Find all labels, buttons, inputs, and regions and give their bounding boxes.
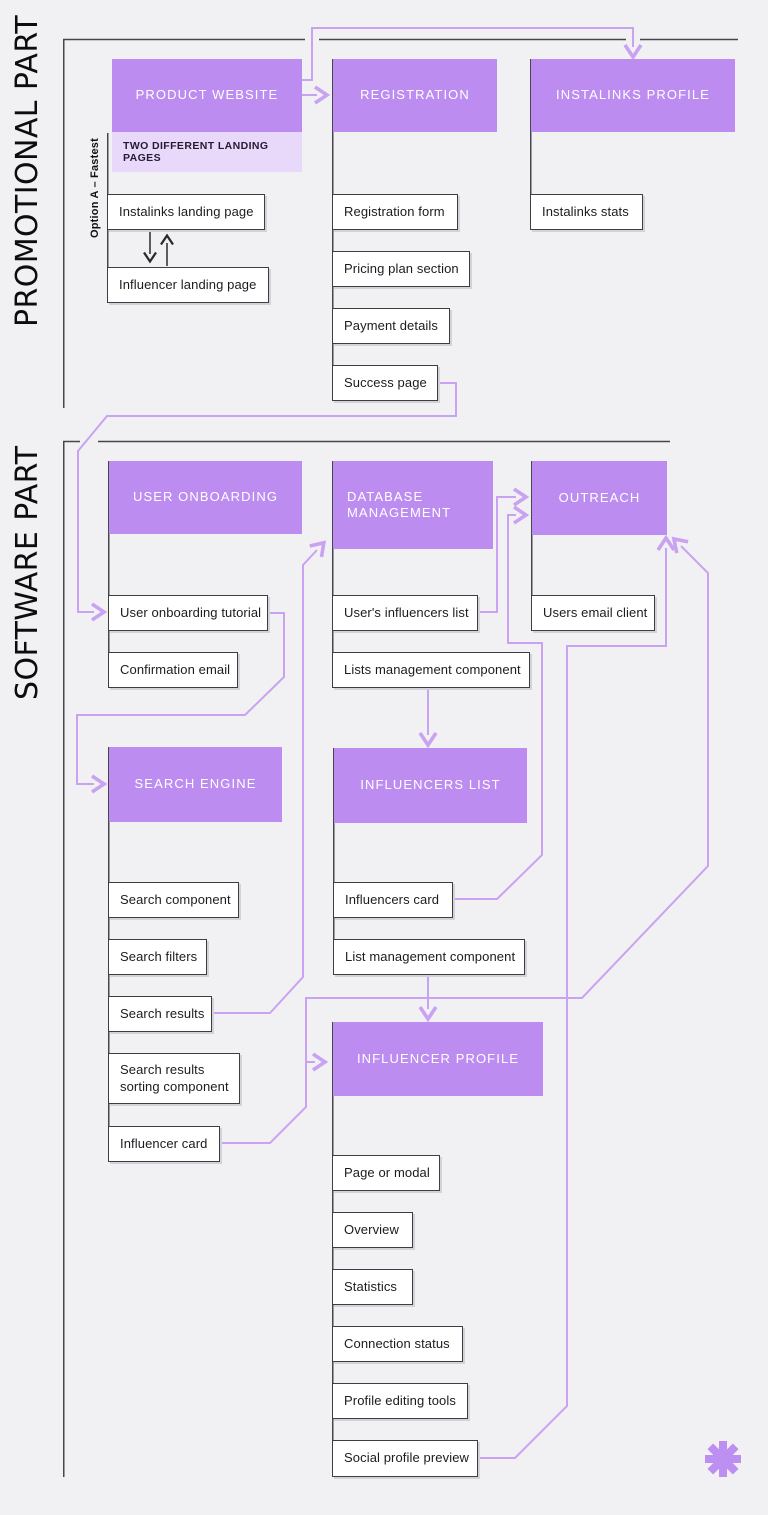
promotional-frame-line <box>63 38 738 408</box>
node-users-influencers-list-label: User's influencers list <box>344 604 469 620</box>
node-profile-editing-tools: Profile editing tools <box>332 1383 468 1419</box>
node-outreach-label: OUTREACH <box>558 489 641 505</box>
landing-pages-banner: TWO DIFFERENT LANDING PAGES <box>112 132 302 172</box>
node-success-page: Success page <box>332 365 438 401</box>
node-search-filters-label: Search filters <box>120 948 198 964</box>
section-title-promotional: PROMOTIONAL PART <box>10 14 45 327</box>
connector-influencers-list-to-outreach <box>478 487 530 613</box>
node-users-email-client: Users email client <box>531 595 655 631</box>
node-page-or-modal: Page or modal <box>332 1155 440 1191</box>
node-statistics-label: Statistics <box>344 1278 398 1294</box>
node-search-results-label: Search results <box>120 1005 205 1021</box>
section-title-software: SOFTWARE PART <box>10 445 45 700</box>
node-search-component: Search component <box>108 882 239 918</box>
node-list-management-component: List management component <box>333 939 525 975</box>
node-connection-status-label: Connection status <box>344 1335 450 1351</box>
connector-success-page-to-user-onboarding-tutorial <box>77 382 457 622</box>
node-user-onboarding: USER ONBOARDING <box>108 461 302 534</box>
node-payment-details-label: Payment details <box>344 317 438 333</box>
node-confirmation-email: Confirmation email <box>108 652 238 688</box>
node-user-onboarding-tutorial: User onboarding tutorial <box>108 595 268 631</box>
node-statistics: Statistics <box>332 1269 413 1305</box>
node-list-management-component-label: List management component <box>345 948 516 964</box>
node-profile-editing-tools-label: Profile editing tools <box>344 1392 456 1408</box>
node-product-website-label: PRODUCT WEBSITE <box>135 87 279 103</box>
node-database-management-label: DATABASE MANAGEMENT <box>347 488 452 520</box>
node-confirmation-email-label: Confirmation email <box>120 661 231 677</box>
node-social-profile-preview: Social profile preview <box>332 1440 478 1477</box>
node-search-engine-label: SEARCH ENGINE <box>134 776 257 792</box>
node-database-management: DATABASE MANAGEMENT <box>332 461 493 549</box>
node-connection-status: Connection status <box>332 1326 463 1362</box>
connector-search-results-to-database-management <box>212 540 327 1014</box>
node-search-filters: Search filters <box>108 939 207 975</box>
node-influencers-list-label: INFLUENCERS LIST <box>360 777 501 793</box>
node-user-onboarding-label: USER ONBOARDING <box>132 489 279 505</box>
connector-social-preview-to-outreach <box>478 534 676 1459</box>
node-search-engine: SEARCH ENGINE <box>108 747 282 822</box>
landing-pages-banner-label: TWO DIFFERENT LANDING PAGES <box>123 140 269 164</box>
node-success-page-label: Success page <box>344 374 427 390</box>
node-registration-form-label: Registration form <box>344 203 445 219</box>
node-outreach: OUTREACH <box>531 461 667 535</box>
node-search-results-sorting-component-label: Search results sorting component <box>120 1061 229 1094</box>
node-registration-form: Registration form <box>332 194 458 230</box>
node-influencer-profile-label: INFLUENCER PROFILE <box>356 1050 520 1066</box>
node-product-website: PRODUCT WEBSITE <box>112 59 302 132</box>
connector-tutorial-to-search-engine <box>76 612 285 794</box>
node-instalinks-stats: Instalinks stats <box>530 194 643 230</box>
software-frame-line <box>63 440 670 1477</box>
node-influencers-card-label: Influencers card <box>345 891 440 907</box>
node-influencer-card-search: Influencer card <box>108 1126 220 1162</box>
node-influencers-list: INFLUENCERS LIST <box>333 748 527 823</box>
node-registration-label: REGISTRATION <box>360 87 470 103</box>
node-instalinks-stats-label: Instalinks stats <box>542 203 629 219</box>
node-search-results-sorting-component: Search results sorting component <box>108 1053 240 1104</box>
connector-product-to-instalinks-profile <box>302 27 643 81</box>
node-instalinks-profile: INSTALINKS PROFILE <box>530 59 735 132</box>
node-influencer-profile: INFLUENCER PROFILE <box>332 1022 543 1096</box>
asterisk-logo-icon <box>705 1441 741 1477</box>
node-influencer-landing-page-label: Influencer landing page <box>119 276 257 292</box>
node-lists-management-component: Lists management component <box>332 652 530 688</box>
node-influencer-landing-page: Influencer landing page <box>107 267 269 303</box>
node-instalinks-landing-page: Instalinks landing page <box>107 194 265 230</box>
node-overview-label: Overview <box>344 1221 399 1237</box>
node-search-results: Search results <box>108 996 212 1032</box>
node-users-email-client-label: Users email client <box>543 604 648 620</box>
node-influencer-card-search-label: Influencer card <box>120 1135 208 1151</box>
node-user-onboarding-tutorial-label: User onboarding tutorial <box>120 604 262 620</box>
node-instalinks-landing-page-label: Instalinks landing page <box>119 203 254 219</box>
node-instalinks-profile-label: INSTALINKS PROFILE <box>556 87 710 103</box>
node-overview: Overview <box>332 1212 413 1248</box>
node-lists-management-component-label: Lists management component <box>344 661 521 677</box>
connector-influencer-card-to-outreach <box>220 536 709 1144</box>
node-influencers-card: Influencers card <box>333 882 453 918</box>
node-payment-details: Payment details <box>332 308 450 344</box>
node-pricing-plan-section-label: Pricing plan section <box>344 260 459 276</box>
option-a-note: Option A – Fastest <box>89 138 101 238</box>
node-page-or-modal-label: Page or modal <box>344 1164 430 1180</box>
node-search-component-label: Search component <box>120 891 231 907</box>
node-social-profile-preview-label: Social profile preview <box>344 1450 470 1466</box>
node-users-influencers-list: User's influencers list <box>332 595 478 631</box>
node-pricing-plan-section: Pricing plan section <box>332 251 470 287</box>
node-registration: REGISTRATION <box>332 59 497 132</box>
connector-influencers-card-to-outreach <box>453 505 543 900</box>
